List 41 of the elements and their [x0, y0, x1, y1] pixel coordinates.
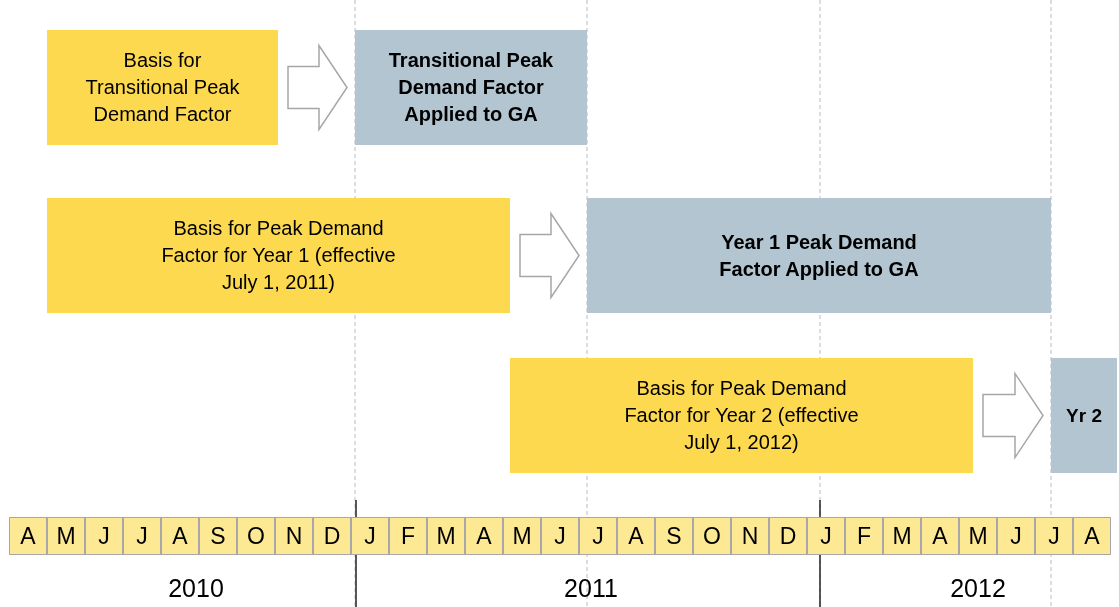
- applied-period-box: Year 1 Peak Demand Factor Applied to GA: [587, 198, 1051, 313]
- month-cell: M: [959, 517, 997, 555]
- year-label: 2010: [167, 574, 225, 603]
- month-cell: J: [579, 517, 617, 555]
- month-cell: J: [85, 517, 123, 555]
- month-cell: S: [655, 517, 693, 555]
- month-cell: F: [845, 517, 883, 555]
- month-cell: M: [883, 517, 921, 555]
- month-cell: A: [9, 517, 47, 555]
- month-cell: A: [161, 517, 199, 555]
- month-cell: O: [237, 517, 275, 555]
- month-cell: A: [1073, 517, 1111, 555]
- month-cell: M: [47, 517, 85, 555]
- month-cell: J: [807, 517, 845, 555]
- month-cell: M: [503, 517, 541, 555]
- block-arrow: [287, 43, 348, 132]
- basis-period-box: Basis for Peak Demand Factor for Year 1 (effective July 1, 2011): [47, 198, 510, 313]
- month-cell: D: [769, 517, 807, 555]
- block-arrow: [982, 371, 1044, 460]
- month-cell: D: [313, 517, 351, 555]
- month-cell: J: [541, 517, 579, 555]
- month-cell: A: [465, 517, 503, 555]
- month-cell: F: [389, 517, 427, 555]
- month-cell: J: [1035, 517, 1073, 555]
- month-cell: N: [275, 517, 313, 555]
- month-cell: A: [617, 517, 655, 555]
- basis-period-box: Basis for Transitional Peak Demand Factor: [47, 30, 278, 145]
- month-cell: M: [427, 517, 465, 555]
- applied-period-box: Transitional Peak Demand Factor Applied to GA: [355, 30, 587, 145]
- month-cell: N: [731, 517, 769, 555]
- month-cell: J: [997, 517, 1035, 555]
- basis-period-box: Basis for Peak Demand Factor for Year 2 (effective July 1, 2012): [510, 358, 973, 473]
- applied-period-box: Yr 2: [1051, 358, 1117, 473]
- month-cell: J: [123, 517, 161, 555]
- month-cell: A: [921, 517, 959, 555]
- month-cell: J: [351, 517, 389, 555]
- block-arrow: [519, 211, 580, 300]
- month-cell: O: [693, 517, 731, 555]
- year-label: 2011: [563, 574, 619, 603]
- month-cell: S: [199, 517, 237, 555]
- year-label: 2012: [949, 574, 1007, 603]
